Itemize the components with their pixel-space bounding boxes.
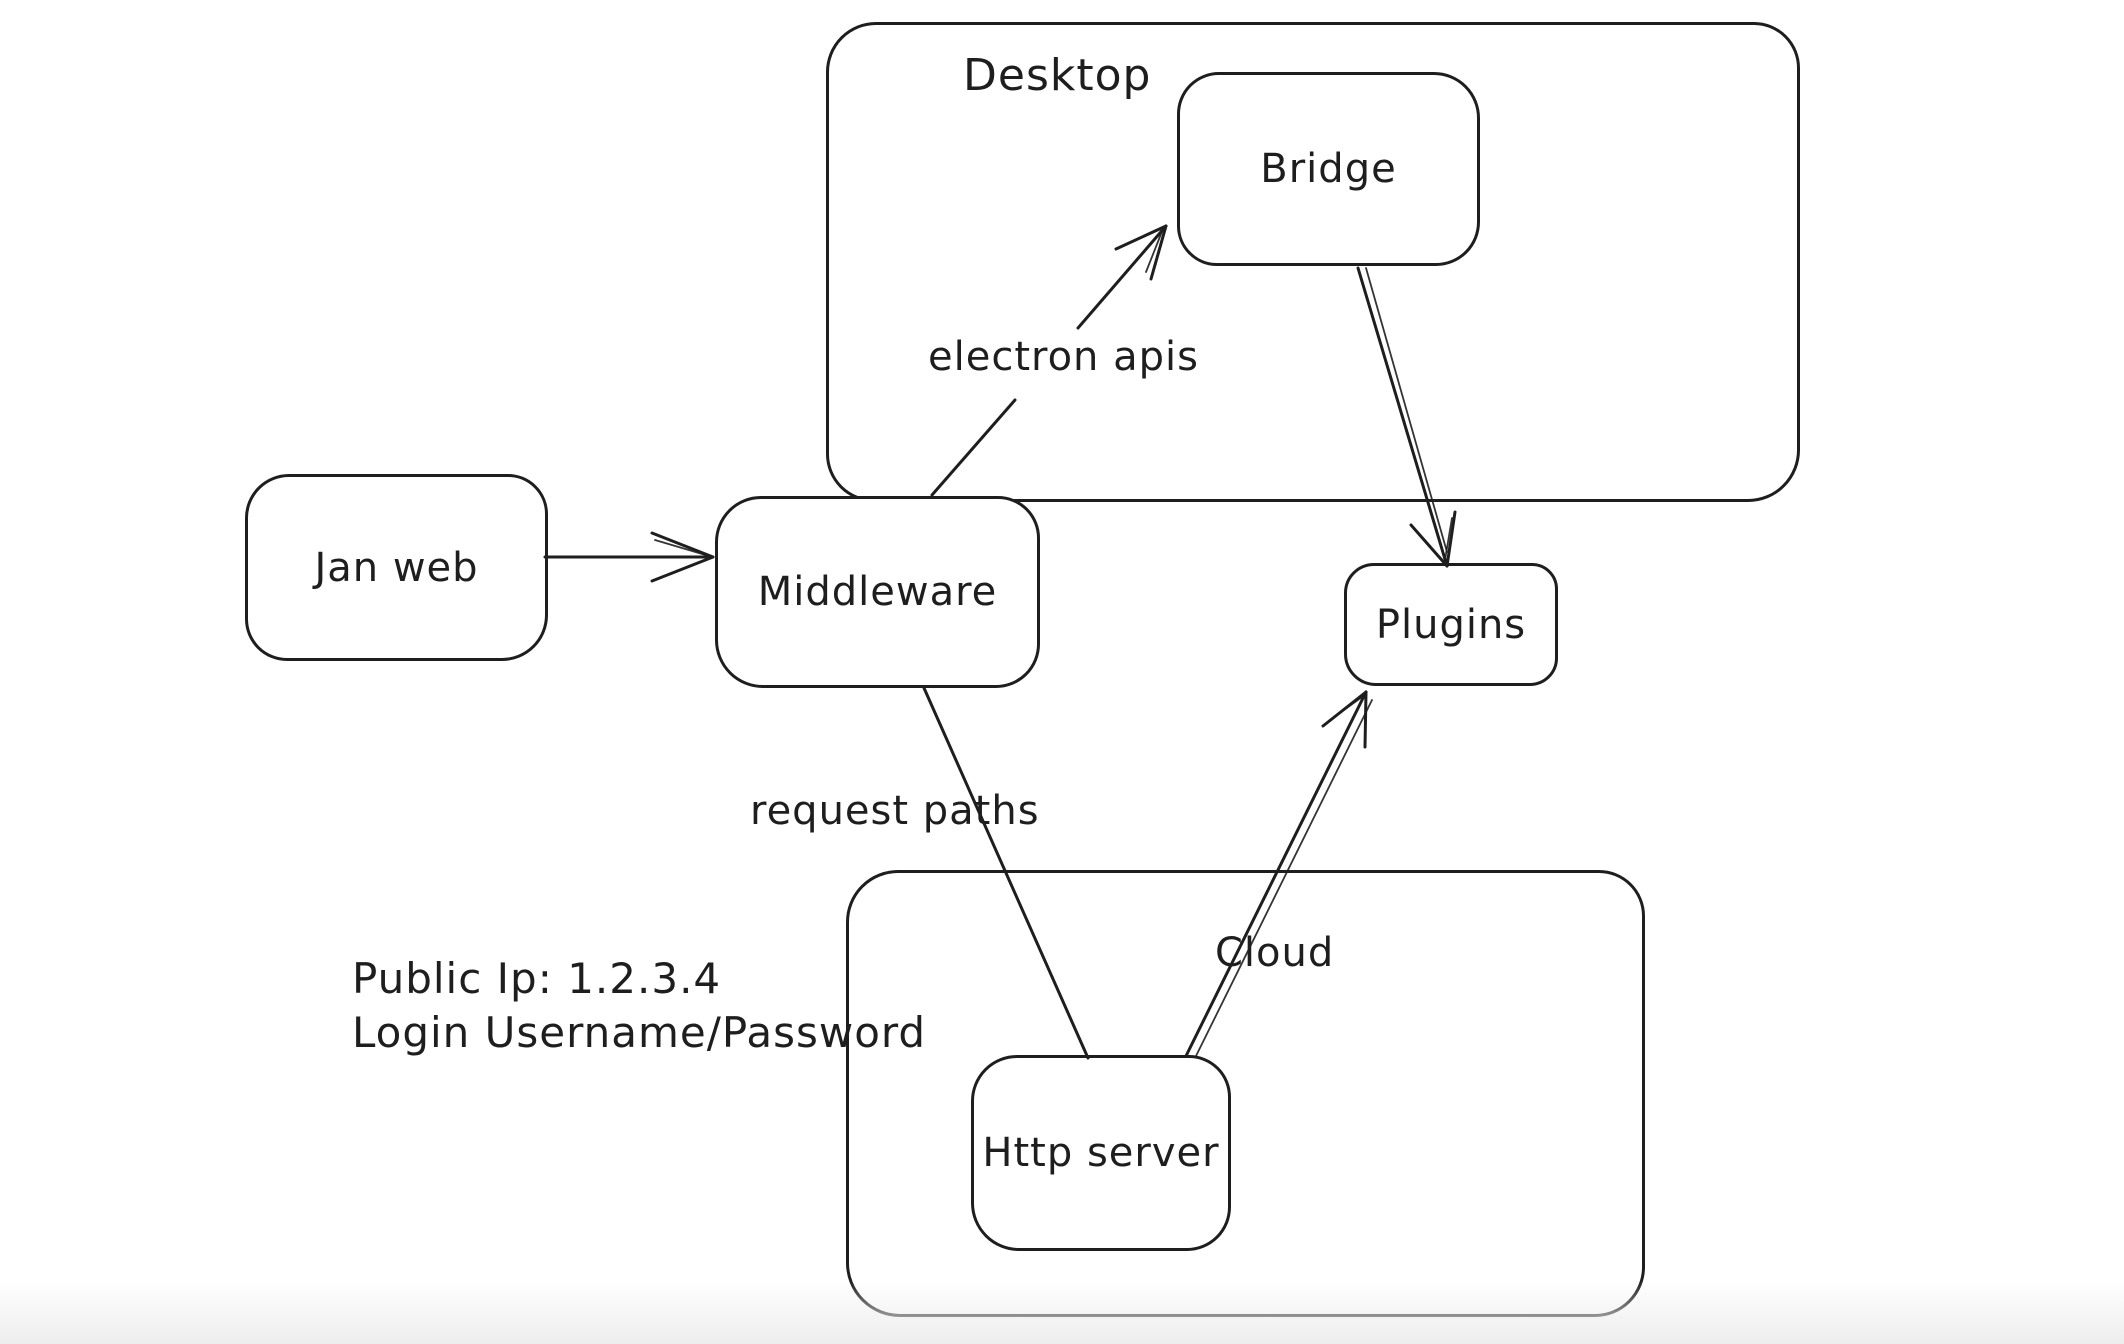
cloud-container-label[interactable]: Cloud [1215,930,1335,976]
node-plugins[interactable]: Plugins [1344,563,1558,686]
edge-label-request-paths[interactable]: request paths [750,788,1040,834]
node-http-server[interactable]: Http server [971,1055,1231,1251]
note-public-ip: Public Ip: 1.2.3.4 [352,954,722,1003]
node-bridge[interactable]: Bridge [1177,72,1480,266]
node-jan-web[interactable]: Jan web [245,474,548,661]
node-middleware-label: Middleware [757,569,998,615]
window-bottom-edge [0,1280,2124,1344]
note-login: Login Username/Password [352,1008,927,1057]
cloud-access-note[interactable]: Public Ip: 1.2.3.4 Login Username/Passwo… [352,952,926,1060]
node-jan-web-label: Jan web [314,544,479,591]
edge-web-to-middleware[interactable] [543,531,715,583]
desktop-container-label[interactable]: Desktop [963,50,1152,101]
node-http-server-label: Http server [982,1130,1220,1176]
node-bridge-label: Bridge [1260,146,1397,192]
edge-label-electron-apis[interactable]: electron apis [928,334,1199,380]
node-plugins-label: Plugins [1375,601,1527,648]
node-middleware[interactable]: Middleware [715,496,1040,688]
